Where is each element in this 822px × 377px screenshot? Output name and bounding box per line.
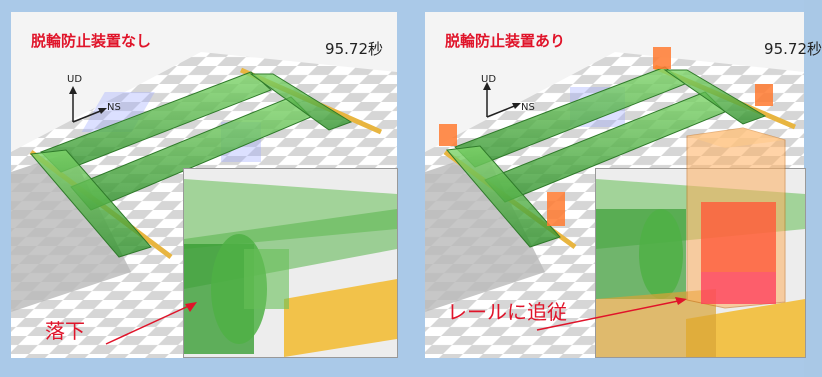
inset-scene-fall <box>184 169 397 357</box>
ns-arrowhead <box>98 108 107 114</box>
callout-arrowhead <box>185 302 197 312</box>
callout-arrow <box>536 299 684 331</box>
callout-label: レールに追従 <box>447 300 567 324</box>
end-truck <box>663 69 767 125</box>
ns-arrowhead <box>512 103 521 109</box>
axis-ns-label: NS <box>521 102 535 113</box>
time-label: 95.72秒 <box>325 40 383 58</box>
zoom-inset <box>183 168 398 358</box>
ud-arrowhead <box>69 86 77 94</box>
panel-without-device: 脱輪防止装置なし 95.72秒 UD NS 落下 <box>11 12 398 358</box>
axis-legend: UD NS <box>481 74 571 134</box>
wheel <box>639 209 683 299</box>
anti-derail-device <box>653 47 671 69</box>
floor-shadow <box>11 152 131 312</box>
panel-title: 脱輪防止装置あり <box>445 32 566 50</box>
device-closeup-core <box>701 202 776 272</box>
time-label: 95.72秒 <box>764 40 822 58</box>
anti-derail-device <box>439 124 457 146</box>
rail-closeup <box>596 289 716 357</box>
figure-frame: 脱輪防止装置なし 95.72秒 UD NS 落下 <box>11 12 822 358</box>
floor-shadow <box>425 152 545 312</box>
panel-title: 脱輪防止装置なし <box>31 32 152 50</box>
end-truck <box>30 149 152 258</box>
axis-ud-label: UD <box>481 74 497 85</box>
anti-derail-device <box>755 84 773 106</box>
callout-arrowhead <box>675 297 687 305</box>
ns-axis-arrow <box>486 104 518 118</box>
axis-legend: UD NS <box>67 74 157 134</box>
device-closeup-top <box>687 128 785 148</box>
axis-ns-label: NS <box>107 102 121 113</box>
rail-closeup <box>284 279 397 357</box>
ud-arrowhead <box>483 82 491 90</box>
device-closeup-layer <box>536 127 786 331</box>
callout-arrow <box>105 303 194 345</box>
anti-derail-device <box>547 192 565 226</box>
wheel-box <box>244 249 289 309</box>
panel-with-device: 脱輪防止装置あり 95.72秒 UD NS レールに追従 <box>425 12 822 358</box>
end-truck <box>446 145 561 248</box>
callout-arrow-layer <box>105 302 197 345</box>
device-closeup-base <box>701 272 776 304</box>
end-truck <box>249 73 353 131</box>
callout-label: 落下 <box>45 319 85 343</box>
axis-ud-label: UD <box>67 74 83 85</box>
ns-axis-arrow <box>72 109 104 123</box>
